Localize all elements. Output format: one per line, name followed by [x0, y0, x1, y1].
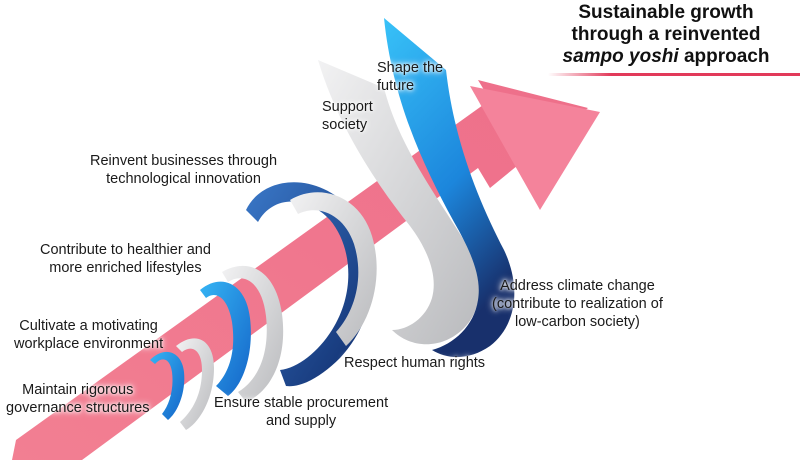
growth-arrow-head: [470, 86, 600, 210]
ribbon-loop-3: [200, 281, 251, 396]
ribbon-shape-future: [384, 18, 515, 358]
ribbon-support-society: [318, 60, 480, 345]
spiral-ribbons: [150, 18, 515, 430]
label-procurement: Ensure stable procurement and supply: [214, 395, 389, 429]
headline-italic-term: sampo yoshi: [562, 46, 679, 67]
label-human-rights: Respect human rights: [344, 355, 486, 371]
headline-underline: [548, 73, 800, 76]
label-lifestyles: Contribute to healthier and more enriche…: [40, 242, 211, 276]
ribbon-loop-1: [150, 351, 185, 420]
label-reinvent: Reinvent businesses through technologica…: [90, 153, 278, 187]
headline-line-1: Sustainable growth: [578, 2, 754, 23]
label-workplace: Cultivate a motivating workplace environ…: [14, 318, 164, 352]
label-governance: Maintain rigorous governance structures: [6, 382, 150, 416]
label-support-society: Support society: [322, 99, 373, 133]
label-shape-future: Shape the future: [377, 60, 444, 94]
ribbon-loop-6: [290, 192, 377, 346]
ribbon-loop-4: [222, 265, 284, 402]
headline: Sustainable growth through a reinvented …: [536, 2, 796, 68]
headline-line-2: through a reinvented: [571, 24, 761, 45]
ribbon-loop-2: [176, 338, 214, 430]
headline-line-3: sampo yoshi approach: [536, 46, 796, 68]
headline-line-3-rest: approach: [678, 46, 770, 67]
label-climate-change: Address climate change (contribute to re…: [492, 278, 663, 330]
